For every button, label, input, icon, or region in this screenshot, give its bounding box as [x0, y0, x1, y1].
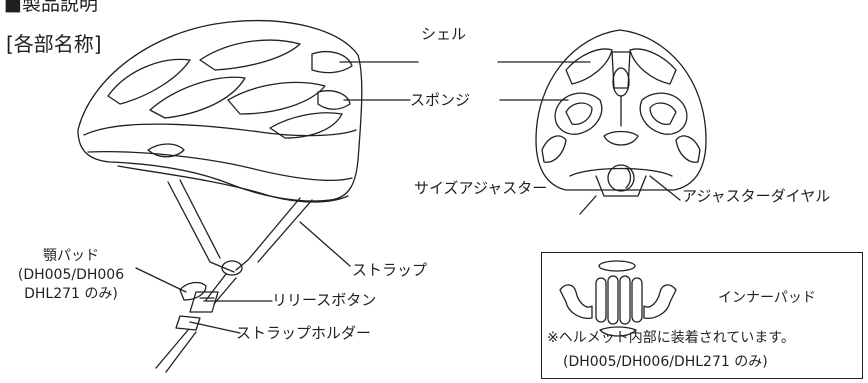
label-strap: ストラップ — [352, 261, 428, 279]
inner-pad-box — [541, 252, 863, 379]
label-chin-pad-line1: 顎パッド — [43, 248, 99, 264]
side-strap-rear — [235, 197, 301, 271]
leader-size-adjuster — [579, 195, 597, 215]
side-helmet-illustration — [77, 19, 363, 373]
label-release-button: リリースボタン — [272, 291, 377, 309]
label-shell: シェル — [421, 25, 467, 43]
side-helmet-shell — [77, 19, 363, 202]
leader-strap-holder — [189, 321, 241, 334]
label-adjuster-dial: アジャスターダイヤル — [682, 187, 831, 205]
side-strap-front — [167, 181, 235, 273]
inner-pad-note-line2: (DH005/DH006/DHL271 のみ) — [563, 354, 768, 370]
adjuster-dial-part — [607, 164, 635, 192]
label-sponge: スポンジ — [410, 91, 471, 109]
label-size-adjuster: サイズアジャスター — [414, 179, 548, 197]
inner-pad-illustration — [559, 260, 677, 337]
label-inner-pad: インナーパッド — [718, 290, 816, 306]
section-subtitle: [各部名称] — [6, 32, 102, 56]
rear-helmet-illustration — [535, 29, 707, 197]
strap-holder-part — [175, 315, 201, 331]
inner-pad-note-line1: ※ヘルメット内部に装着されています。 — [547, 330, 795, 346]
leader-adjuster-dial — [649, 175, 681, 201]
label-chin-pad-line2: (DH005/DH006 — [17, 267, 125, 284]
leader-chin-pad — [135, 267, 187, 293]
page-title: ■製品説明 — [4, 0, 98, 15]
leader-strap — [299, 221, 351, 267]
rear-helmet-shell — [535, 29, 707, 191]
label-chin-pad: 顎パッド (DH005/DH006 DHL271 のみ) — [4, 248, 138, 302]
label-chin-pad-line3: DHL271 のみ) — [24, 286, 118, 303]
release-buckle — [189, 291, 219, 313]
chin-pad — [179, 281, 207, 301]
label-strap-holder: ストラップホルダー — [236, 324, 372, 342]
